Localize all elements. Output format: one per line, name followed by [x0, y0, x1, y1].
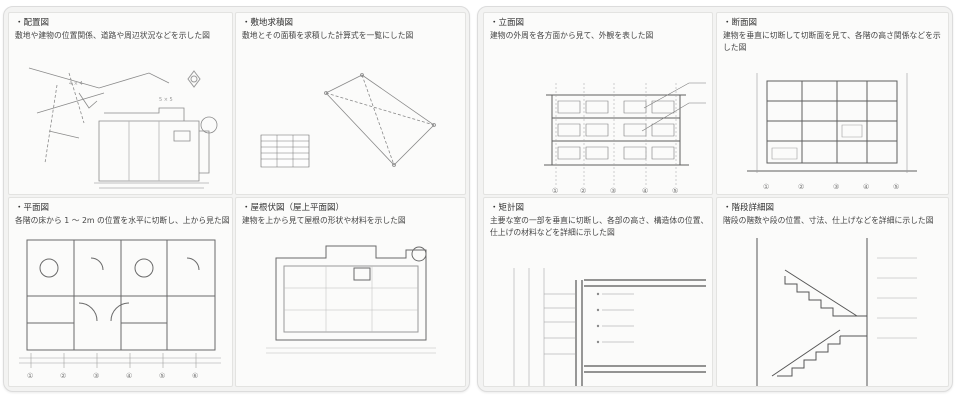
panel-title: ・立面図: [490, 18, 525, 28]
panel-description: 主要な室の一部を垂直に切断し、各部の高さ、構造体の位置、 仕上げの材料などを詳細…: [490, 216, 709, 237]
panel-description: 建物の外周を各方面から見て、外観を表した図: [490, 31, 654, 40]
roof-plan-panel: ・屋根伏図（屋上平面図） 建物を上から見て屋根の形状や材料を示した図: [235, 197, 466, 387]
floor-plan-panel: ① ② ③ ④ ⑤ ⑥ ・平面図 各階の床から 1 ～ 2m の位置を水平に切断…: [8, 197, 233, 387]
panel-title: ・屋根伏図（屋上平面図）: [242, 203, 345, 213]
wall-section-panel: ・矩計図 主要な室の一部を垂直に切断し、各部の高さ、構造体の位置、 仕上げの材料…: [483, 197, 713, 387]
section-panel: ① ② ③ ④ ⑤ ・断面図 建物を垂直に切断して切断面を見て、各階の高さ関係な…: [716, 12, 949, 195]
svg-text:5 × 5: 5 × 5: [159, 97, 173, 103]
floor-plan-drawing: ① ② ③ ④ ⑤ ⑥: [9, 198, 232, 380]
roof-plan-drawing: [266, 198, 436, 386]
grid-mark: ⑥: [192, 372, 198, 380]
svg-text:④: ④: [863, 183, 869, 191]
svg-text:4 × 4: 4 × 4: [69, 81, 83, 87]
svg-text:①: ①: [552, 187, 558, 194]
grid-mark: ②: [60, 372, 66, 380]
stair-detail-drawing: [717, 198, 948, 386]
panel-title: ・配置図: [15, 18, 50, 28]
panel-description: 建物を上から見て屋根の形状や材料を示した図: [242, 216, 406, 225]
svg-text:⑤: ⑤: [893, 183, 899, 191]
stair-detail-panel: ・階段詳細図 階段の階数や段の位置、寸法、仕上げなどを詳細に示した図: [716, 197, 949, 387]
svg-text:④: ④: [642, 187, 648, 194]
panel-description: 敷地や建物の位置関係、道路や周辺状況などを示した図: [15, 31, 210, 40]
grid-mark: ⑤: [159, 372, 165, 380]
left-sheet: 5 × 5 4 × 4 ・配置図 敷地や建物の位置関係、道路や周辺状況などを示し…: [3, 6, 470, 392]
panel-title: ・矩計図: [490, 203, 525, 213]
svg-text:③: ③: [833, 183, 839, 191]
svg-text:②: ②: [580, 187, 586, 194]
svg-text:①: ①: [763, 183, 769, 191]
site-plan-panel: 5 × 5 4 × 4 ・配置図 敷地や建物の位置関係、道路や周辺状況などを示し…: [8, 12, 233, 195]
elevation-panel: ① ② ③ ④ ⑤ ・立面図 建物の外周を各方面から見て、外観を表した図: [483, 12, 713, 195]
panel-title: ・敷地求積図: [242, 18, 294, 28]
site-area-drawing: [236, 13, 465, 194]
grid-mark: ③: [93, 372, 99, 380]
svg-text:⑤: ⑤: [672, 187, 678, 194]
site-area-panel: ・敷地求積図 敷地とその面積を求積した計算式を一覧にした図: [235, 12, 466, 195]
elevation-drawing: ① ② ③ ④ ⑤: [484, 13, 712, 194]
wall-section-drawing: [484, 198, 712, 386]
panel-title: ・階段詳細図: [723, 203, 775, 213]
panel-title: ・平面図: [15, 203, 50, 213]
site-plan-drawing: 5 × 5 4 × 4: [9, 13, 232, 194]
grid-mark: ④: [126, 372, 132, 380]
svg-text:③: ③: [610, 187, 616, 194]
panel-description: 階段の階数や段の位置、寸法、仕上げなどを詳細に示した図: [723, 216, 934, 225]
panel-description: 各階の床から 1 ～ 2m の位置を水平に切断し、上から見た図: [15, 216, 230, 225]
svg-text:②: ②: [798, 183, 804, 191]
panel-description: 敷地とその面積を求積した計算式を一覧にした図: [242, 31, 414, 40]
panel-description: 建物を垂直に切断して切断面を見て、各階の高さ関係などを示した図: [723, 31, 941, 52]
grid-mark: ①: [27, 372, 33, 380]
right-sheet: ① ② ③ ④ ⑤ ・立面図 建物の外周を各方面から見て、外観を表した図: [477, 6, 953, 392]
section-drawing: ① ② ③ ④ ⑤: [717, 13, 948, 191]
panel-title: ・断面図: [723, 18, 758, 28]
